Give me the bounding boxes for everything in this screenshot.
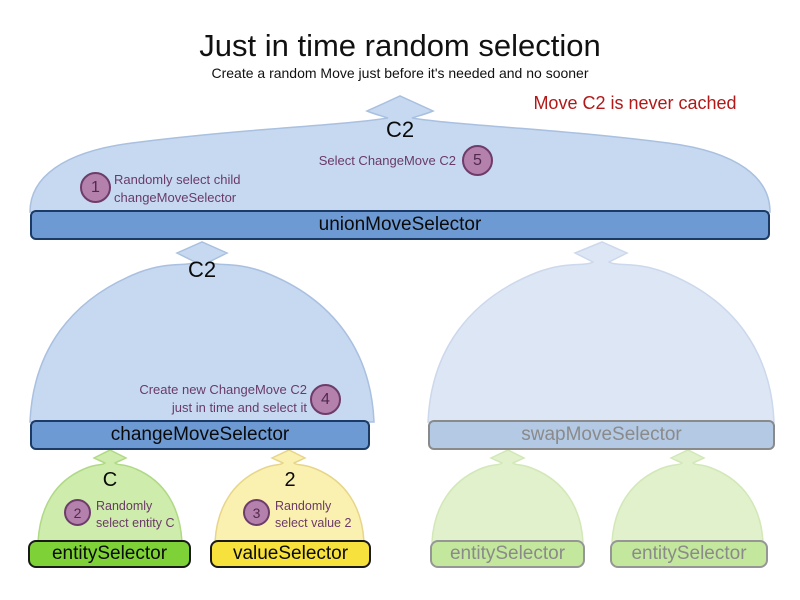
- top-arrow-label-c2: C2: [385, 117, 415, 142]
- step3-annotation: Randomly select value 2: [275, 498, 385, 532]
- step4-annotation: Create new ChangeMove C2 just in time an…: [107, 381, 307, 417]
- step4-circle: 4: [310, 384, 341, 415]
- step2-annotation-line1: Randomly: [96, 499, 153, 513]
- middle-arrow-label-c2: C2: [187, 257, 217, 282]
- union-funnel-arrow: [29, 95, 771, 213]
- step5-annotation: Select ChangeMove C2: [318, 153, 456, 168]
- step3-circle: 3: [243, 499, 270, 526]
- step5-number: 5: [473, 151, 482, 169]
- step1-annotation: Randomly select child changeMoveSelector: [114, 171, 314, 207]
- union-move-selector-bar: unionMoveSelector: [30, 210, 770, 240]
- step4-annotation-line1: Create new ChangeMove C2: [139, 382, 307, 397]
- step3-annotation-line1: Randomly: [275, 499, 332, 513]
- step4-number: 4: [321, 390, 330, 408]
- step2-annotation-line2: select entity C: [96, 516, 175, 530]
- faded-entity-selector-bar-2: entitySelector: [610, 540, 768, 568]
- step2-circle: 2: [64, 499, 91, 526]
- page-subtitle: Create a random Move just before it's ne…: [211, 65, 589, 81]
- step1-annotation-line1: Randomly select child: [114, 172, 241, 187]
- step1-circle: 1: [80, 172, 111, 203]
- step1-annotation-line2: changeMoveSelector: [114, 190, 237, 205]
- entity-arrow-label-c: C: [102, 469, 118, 491]
- value-arrow-label-2: 2: [284, 469, 296, 491]
- page-title: Just in time random selection: [199, 28, 601, 63]
- step5-circle: 5: [462, 145, 493, 176]
- step3-annotation-line2: select value 2: [275, 516, 352, 530]
- faded-entity-funnel-arrow-2: [611, 449, 764, 543]
- step3-number: 3: [252, 504, 261, 521]
- step4-annotation-line2: just in time and select it: [171, 400, 307, 415]
- step2-number: 2: [73, 504, 82, 521]
- step2-annotation: Randomly select entity C: [96, 498, 206, 532]
- value-selector-bar: valueSelector: [210, 540, 371, 568]
- step1-number: 1: [91, 178, 100, 196]
- change-funnel-arrow: [29, 241, 375, 423]
- faded-entity-funnel-arrow-1: [431, 449, 584, 543]
- entity-selector-bar: entitySelector: [28, 540, 191, 568]
- change-move-selector-bar: changeMoveSelector: [30, 420, 370, 450]
- faded-entity-selector-bar-1: entitySelector: [430, 540, 585, 568]
- swap-funnel-arrow: [427, 241, 775, 423]
- never-cached-note: Move C2 is never cached: [533, 93, 737, 113]
- swap-move-selector-bar: swapMoveSelector: [428, 420, 775, 450]
